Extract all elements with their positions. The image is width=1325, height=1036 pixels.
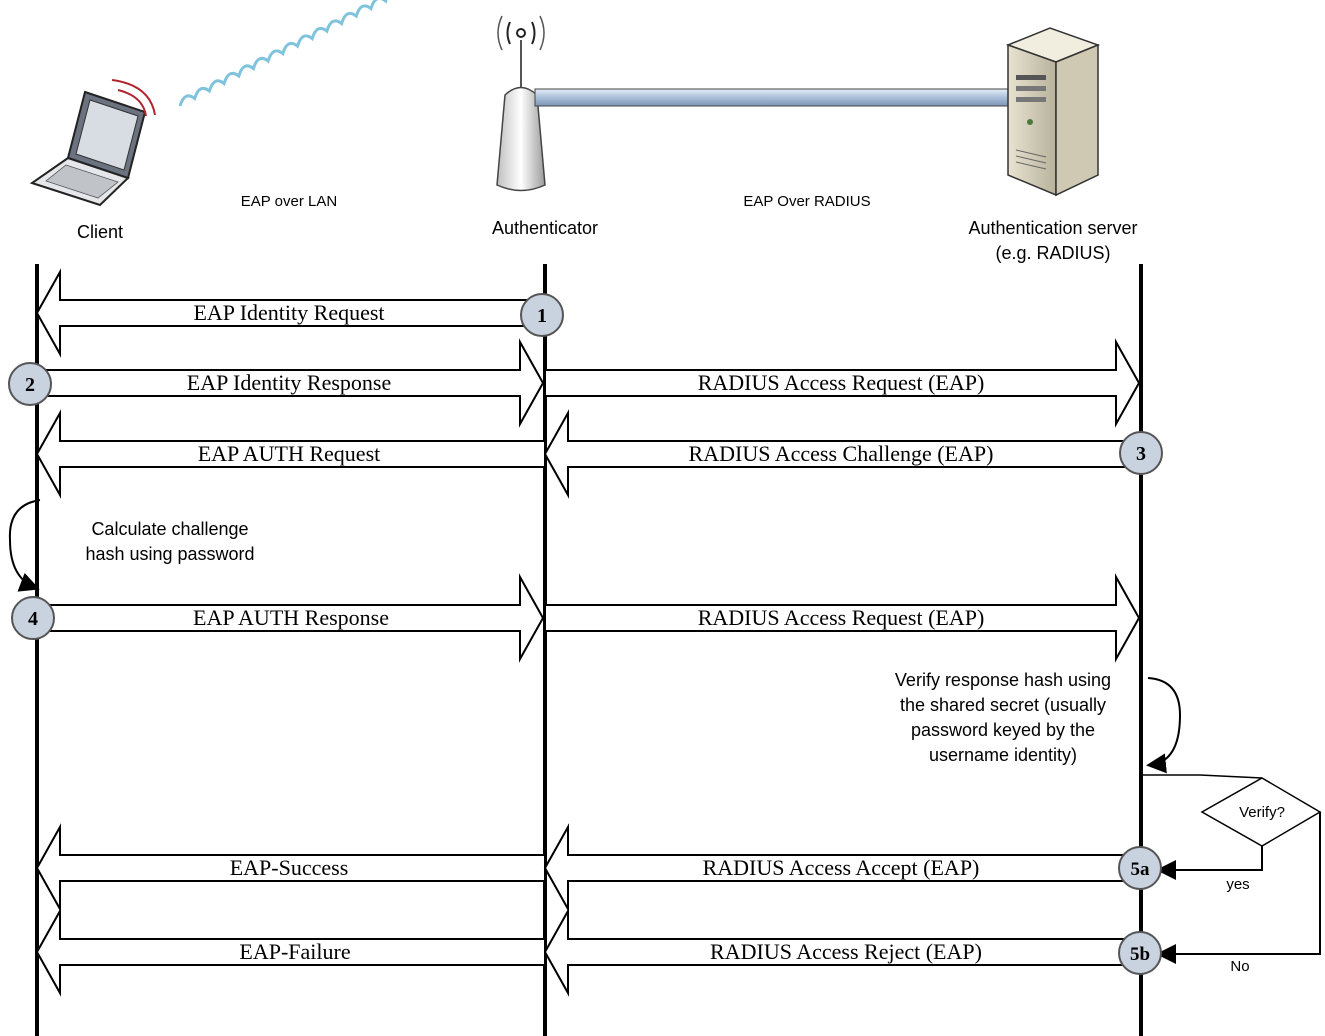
arrow-radius-access-challenge (543, 409, 1142, 499)
msg-eap-failure: EAP-Failure (239, 939, 350, 964)
server-label-line1: Authentication server (968, 218, 1137, 238)
server-tower-icon (1005, 27, 1101, 197)
note-server-verify-line4: username identity) (929, 745, 1077, 765)
msg-eap-identity-response: EAP Identity Response (187, 370, 392, 395)
wired-link (534, 88, 1011, 107)
arrow-eap-success (35, 823, 546, 913)
decision-yes-line (1156, 846, 1263, 880)
authenticator-label: Authenticator (492, 218, 598, 238)
decision-yes-label: yes (1226, 876, 1249, 893)
step-3-marker: 3 (1119, 431, 1163, 475)
step-3-label: 3 (1136, 443, 1146, 465)
arrow-eap-identity-response (36, 338, 545, 428)
arrow-eap-auth-response (36, 573, 545, 663)
server-label-line2: (e.g. RADIUS) (995, 243, 1110, 263)
link-left-label: EAP over LAN (241, 193, 337, 210)
client-label: Client (77, 222, 123, 242)
step-2-label: 2 (25, 374, 35, 396)
note-server-verify-line1: Verify response hash using (895, 670, 1111, 690)
step-4-marker: 4 (11, 596, 55, 640)
link-right-label: EAP Over RADIUS (743, 193, 870, 210)
msg-eap-auth-request: EAP AUTH Request (198, 441, 381, 466)
msg-radius-access-reject: RADIUS Access Reject (EAP) (710, 939, 982, 964)
note-server-verify-line3: password keyed by the (911, 720, 1095, 740)
msg-radius-access-request-1: RADIUS Access Request (EAP) (698, 370, 985, 395)
arrow-radius-access-request-2 (544, 573, 1141, 663)
step-4-label: 4 (28, 608, 38, 630)
arrow-eap-identity-request (35, 268, 546, 358)
step-5b-label: 5b (1130, 944, 1150, 965)
decision-no-line (1156, 812, 1321, 964)
step-5a-marker: 5a (1118, 846, 1162, 890)
arrow-eap-auth-request (35, 409, 546, 499)
decision-label: Verify? (1239, 804, 1285, 821)
note-server-verify-line2: the shared secret (usually (900, 695, 1106, 715)
step-5b-marker: 5b (1118, 931, 1162, 975)
msg-eap-identity-request: EAP Identity Request (193, 300, 384, 325)
msg-radius-access-challenge: RADIUS Access Challenge (EAP) (689, 441, 994, 466)
msg-eap-success: EAP-Success (230, 855, 349, 880)
step-1-label: 1 (537, 305, 547, 327)
step-2-marker: 2 (8, 362, 52, 406)
step-5a-label: 5a (1131, 859, 1151, 880)
decision-input-line (1141, 774, 1263, 779)
access-point-icon (496, 15, 546, 192)
step-1-marker: 1 (520, 293, 564, 337)
msg-radius-access-request-2: RADIUS Access Request (EAP) (698, 605, 985, 630)
arrow-eap-failure (35, 907, 546, 997)
note-client-calc-line1: Calculate challenge (91, 519, 248, 539)
arrow-radius-access-reject (543, 907, 1142, 997)
msg-radius-access-accept: RADIUS Access Accept (EAP) (703, 855, 980, 880)
arrow-radius-access-request-1 (544, 338, 1141, 428)
wireless-link-icon (178, 0, 446, 107)
laptop-icon (29, 79, 156, 207)
client-calc-loop (8, 499, 41, 592)
arrow-radius-access-accept (543, 823, 1142, 913)
note-client-calc-line2: hash using password (85, 544, 254, 564)
server-verify-loop (1146, 677, 1182, 774)
msg-eap-auth-response: EAP AUTH Response (193, 605, 389, 630)
decision-no-label: No (1230, 958, 1249, 975)
